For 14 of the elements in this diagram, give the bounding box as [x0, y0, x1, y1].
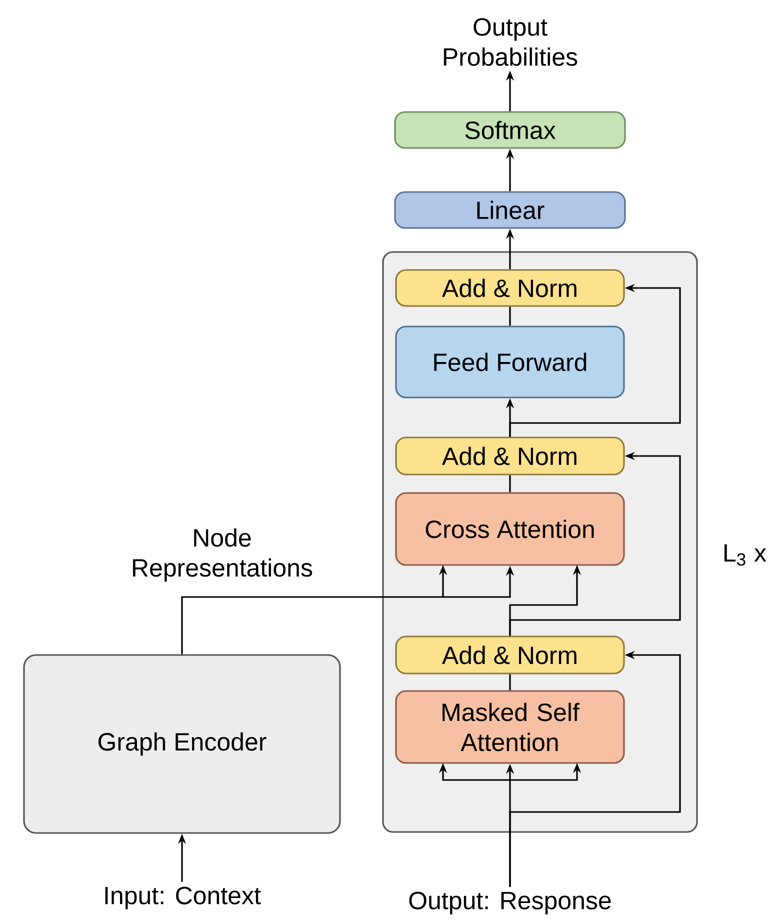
add-norm-box: Add & Norm [395, 436, 625, 476]
attention-box: Masked Self Attention [395, 690, 625, 764]
attention-box: Cross Attention [395, 492, 625, 566]
input-text: Input: Context [105, 886, 261, 910]
add-norm-box: Add & Norm [395, 269, 625, 307]
add-norm-box: Add & Norm [395, 636, 625, 674]
output-text: Output Probabilities [444, 18, 578, 66]
input-text: Output: Response [409, 892, 611, 914]
softmax-box: Softmax [394, 111, 626, 149]
edge-label: Node Representations [133, 528, 312, 582]
encoder-box: Graph Encoder [23, 654, 341, 834]
repeat-label: L$_{3}$ x [724, 544, 766, 566]
feed-forward-box: Feed Forward [395, 326, 625, 398]
linear-box: Linear [394, 191, 626, 229]
